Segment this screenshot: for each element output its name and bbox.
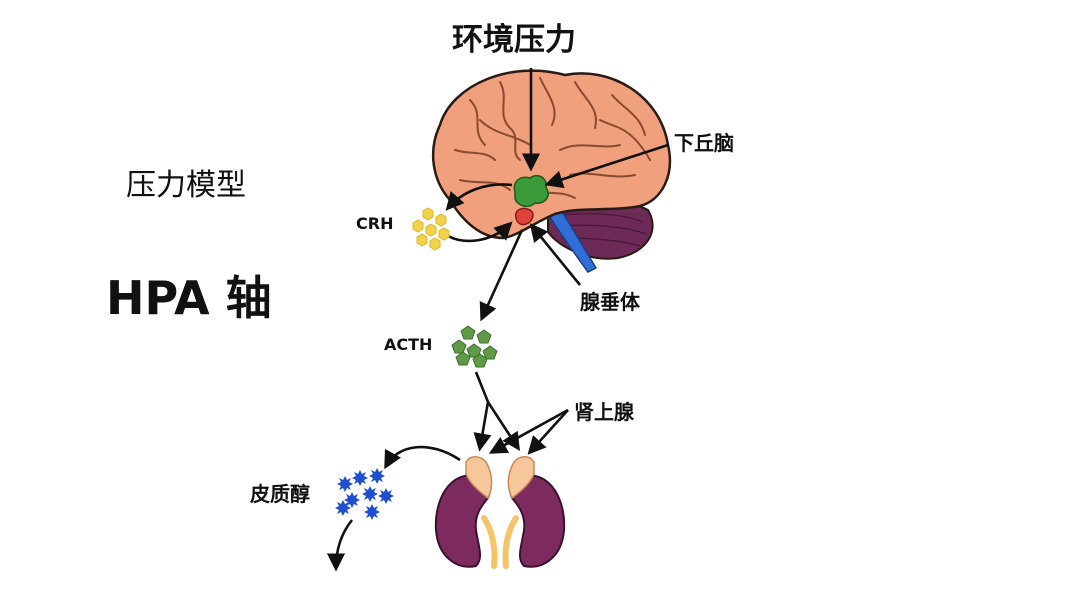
acth-molecule: [472, 353, 488, 368]
hypothalamus: [513, 174, 549, 208]
arrow-crh-to-pituitary: [447, 221, 513, 243]
cortisol-molecule: [362, 486, 378, 502]
acth-molecule: [460, 325, 476, 340]
brainstem: [546, 207, 598, 273]
kidneys-illustration: [434, 456, 566, 569]
crh-molecule: [438, 227, 450, 241]
acth-molecule: [455, 351, 471, 366]
right-ureter: [502, 515, 519, 569]
arrow-hypothalamus-pointer: [544, 143, 669, 189]
flow-arrows: [326, 68, 669, 572]
acth-molecule: [482, 345, 498, 360]
cortisol-molecule: [364, 504, 380, 520]
crh-molecule: [416, 233, 428, 247]
arrow-adrenal-pointer-left: [488, 408, 569, 454]
cortisol-molecule-cluster: [335, 468, 394, 520]
label-hypothalamus: 下丘脑: [674, 131, 734, 155]
hpa-axis-heading: HPA 轴: [106, 271, 272, 325]
pituitary-gland: [514, 207, 534, 226]
right-adrenal-gland: [507, 456, 535, 500]
left-ureter: [481, 515, 498, 569]
model-subtitle: 压力模型: [126, 168, 246, 203]
arrow-acth-to-left-adrenal: [473, 371, 492, 452]
crh-molecule: [422, 207, 434, 221]
arrow-pituitary-pointer: [529, 223, 582, 286]
label-cortisol: 皮质醇: [250, 482, 310, 506]
cortisol-molecule: [378, 488, 394, 504]
acth-molecule: [476, 329, 492, 344]
label-acth: ACTH: [384, 335, 433, 354]
crh-molecule: [425, 223, 437, 237]
acth-molecule-cluster: [451, 325, 498, 368]
arrow-adrenal-pointer-right: [527, 409, 569, 455]
acth-molecule: [451, 339, 467, 354]
label-crh: CRH: [356, 214, 394, 233]
crh-molecule: [429, 237, 441, 251]
left-adrenal-gland: [465, 456, 493, 500]
cortisol-molecule: [369, 468, 385, 484]
crh-molecule: [412, 219, 424, 233]
arrow-hypothalamus-to-crh: [445, 183, 513, 211]
acth-molecule: [466, 343, 482, 358]
crh-molecule-cluster: [412, 207, 450, 251]
cortisol-molecule: [337, 476, 353, 492]
cortisol-molecule: [352, 470, 368, 486]
crh-molecule: [435, 213, 447, 227]
page-title: 环境压力: [452, 22, 576, 58]
label-adrenal: 肾上腺: [574, 400, 634, 424]
arrow-cortisol-out: [326, 519, 354, 572]
label-pituitary: 腺垂体: [580, 290, 640, 314]
arrow-adrenal-to-cortisol: [384, 445, 461, 470]
arrow-pituitary-to-acth: [479, 229, 524, 322]
cortisol-molecule: [335, 500, 351, 516]
